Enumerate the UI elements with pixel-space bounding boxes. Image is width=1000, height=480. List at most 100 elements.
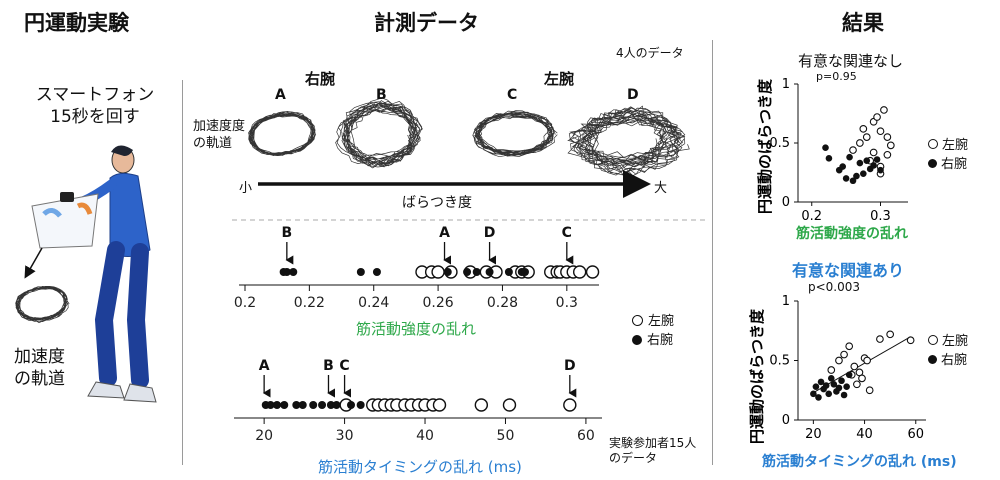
left-arm-point [853,380,861,389]
left-arm-point [862,133,871,141]
x-tick-label: 40 [856,427,873,442]
filled-point [282,268,291,276]
right-arm-point [822,144,829,152]
left-arm-point [840,350,848,359]
left-arm-point [845,342,854,351]
y-tick-label: 0.5 [769,354,790,369]
trace-letter-c: C [507,87,518,103]
filled-point [463,268,472,276]
right-arm-point [843,383,850,390]
right-arm-point [839,163,846,170]
filled-point [289,268,298,276]
open-point [502,398,517,412]
filled-point [485,268,494,276]
plot2-legend: 左腕 右腕 [928,332,968,370]
annotation-label: C [562,225,572,241]
plot1-legend-filled [928,159,937,168]
filled-point [266,401,275,409]
annotation-label: D [564,358,576,374]
right-arm-point [835,384,843,392]
left-arm-point [876,127,885,136]
left-trajectory-label: 加速度 の軌道 [14,347,65,389]
right-arm-point [860,170,867,177]
trajectory-trace-c [472,110,558,158]
divider-left [182,80,183,465]
left-arm-point [858,374,866,383]
trajectory-trace-b [335,97,423,169]
left-arm-point [849,146,857,154]
left-arm-point [835,356,843,365]
right-arm-point [830,381,838,388]
left-arm-point [827,366,836,374]
right-arm-point [817,378,825,386]
trajectory-path [472,110,558,158]
filled-point [372,268,381,276]
filled-point [504,268,513,276]
filled-point [356,401,365,409]
plot2-legend-right: 右腕 [941,353,968,368]
x-tick-label: 60 [577,428,595,444]
right-section-title: 結果 [842,11,884,35]
annotation-label: C [339,358,349,374]
right-arm-point [863,157,871,164]
plot1-legend-left: 左腕 [942,138,969,153]
annotation-label: B [323,358,334,374]
x-tick-label: 0.28 [487,295,518,311]
left-section-title: 円運動実験 [24,11,129,35]
left-arm-point [883,150,892,159]
filled-point [520,268,529,276]
left-arm-point [906,336,915,345]
open-point [431,265,445,279]
plot1-title: 有意な関連なし [798,52,904,70]
left-arm-point [876,335,884,343]
plot2-xlabel: 筋活動タイミングの乱れ (ms) [762,454,957,470]
x-tick-label: 0.2 [801,209,822,224]
plot2-legend-open [928,335,938,345]
task-label: スマートフォン 15秒を回す [35,85,155,127]
plot1-ylabel: 円運動のばらつき度 [756,78,774,214]
right-arm-point [815,394,822,401]
left-arm-point [883,133,892,141]
left-arm-point [859,124,868,133]
filled-point [309,401,318,409]
x-tick-label: 0.3 [870,209,891,224]
y-tick-label: 1 [782,77,790,92]
annotation-label: A [439,225,450,241]
left-arm-point [873,113,881,121]
trace-letter-d: D [627,87,639,103]
y-tick-label: 0 [782,413,790,428]
x-tick-label: 20 [805,427,822,442]
filled-point [326,401,335,409]
filled-point [298,401,307,409]
left-arm-point [886,141,895,150]
right-arm-point [840,391,848,399]
note-bottom: 実験参加者15人 のデータ [609,436,697,465]
left-arm-point [863,356,871,365]
filled-point [292,401,301,409]
strip2-xlabel: 筋活動タイミングの乱れ (ms) [318,458,522,476]
scale-large-label: 大 [654,181,668,196]
trajectory-trace-d [567,105,690,178]
right-arm-point [849,177,857,185]
scale-label: ばらつき度 [402,195,472,211]
trace-letter-b: B [376,87,387,103]
right-arm-point [812,383,820,390]
annotation-label: B [282,225,293,241]
filled-point [347,401,356,409]
x-tick-label: 30 [336,428,354,444]
right-arm-point [846,153,853,161]
legend-filled-marker [632,335,642,345]
middle-section-title: 計測データ [374,11,479,35]
filled-point [443,268,452,276]
trajectory-path [567,105,690,178]
left-arm-point [850,362,859,371]
left-arm-point [886,330,895,339]
right-arm-point [870,162,877,169]
right-arm-point [853,172,860,180]
plot2-title: 有意な関連あり [792,261,905,280]
x-tick-label: 50 [497,428,515,444]
right-arm-point [822,382,830,389]
